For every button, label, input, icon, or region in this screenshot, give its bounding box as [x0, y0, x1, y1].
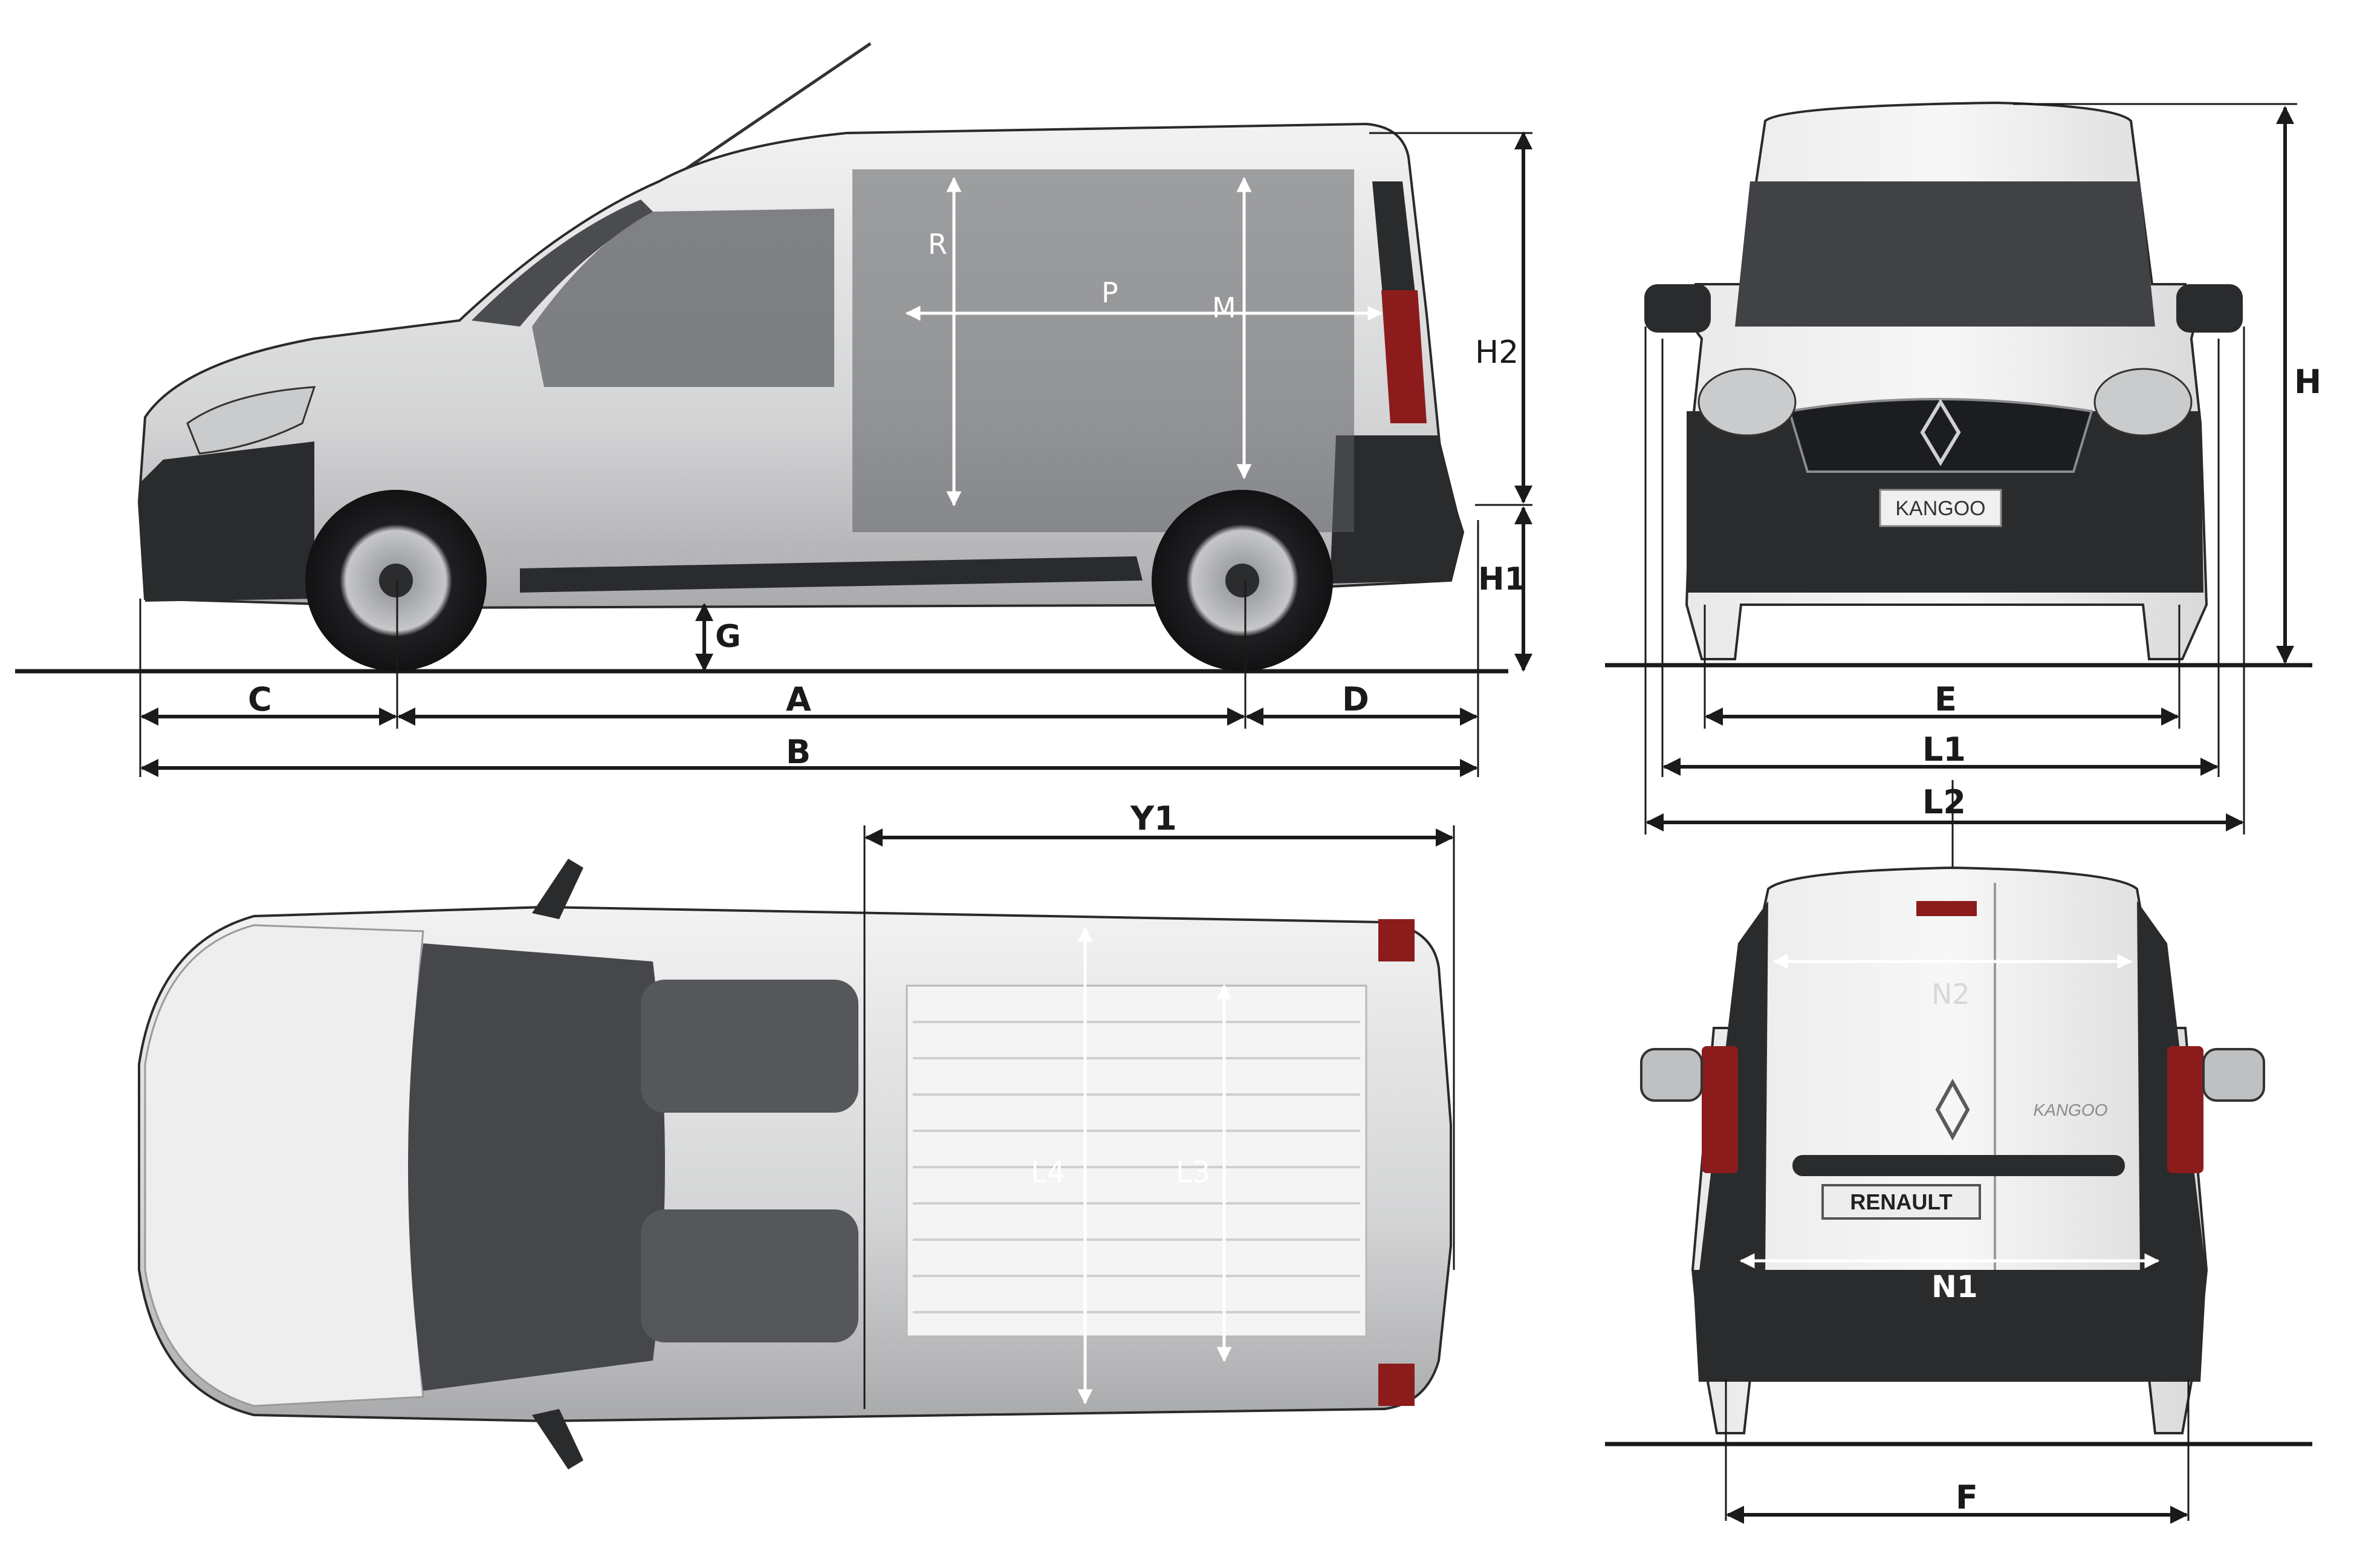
- rear-handle-bar: [1792, 1155, 2125, 1176]
- side-rear-pillar: [1372, 181, 1418, 314]
- rear-script-badge: KANGOO: [2034, 1101, 2108, 1119]
- top-seat-left: [641, 1209, 858, 1342]
- front-renault-logo: [1920, 399, 1961, 466]
- dim-label-L2: L2: [1922, 783, 1966, 821]
- rear-bumper: [1693, 1270, 2207, 1382]
- top-seat-right: [641, 980, 858, 1113]
- dim-label-M: M: [1212, 291, 1236, 324]
- dim-label-H: H: [2294, 363, 2321, 401]
- rear-right-mirror: [2202, 1048, 2265, 1102]
- dim-label-D: D: [1342, 680, 1369, 718]
- dim-label-G: G: [715, 619, 741, 655]
- dim-label-L3: L3: [1176, 1156, 1210, 1189]
- side-cargo-area: [852, 169, 1354, 532]
- front-badge-plate: [1879, 489, 2002, 527]
- side-front-window: [532, 209, 834, 387]
- top-hood: [144, 924, 424, 1407]
- dim-label-C: C: [248, 680, 272, 718]
- dim-label-P: P: [1101, 276, 1118, 309]
- side-front-hub: [379, 564, 413, 597]
- front-right-headlight: [2093, 368, 2193, 437]
- dim-label-A: A: [786, 680, 811, 718]
- top-tail-light-right: [1378, 919, 1415, 961]
- front-left-mirror: [1644, 284, 1711, 333]
- side-windshield: [472, 200, 653, 327]
- side-lower-trim: [139, 441, 314, 602]
- top-cargo-floor: [906, 984, 1367, 1338]
- dim-label-N1: N1: [1931, 1269, 1978, 1304]
- rear-brake-light: [1916, 901, 1977, 916]
- top-left-mirror: [532, 1409, 583, 1469]
- dim-label-B: B: [786, 733, 811, 771]
- dim-label-Y1: Y1: [1130, 799, 1177, 838]
- side-rear-bumper: [1330, 435, 1463, 584]
- dim-label-E: E: [1934, 680, 1957, 718]
- side-sill: [520, 556, 1143, 593]
- top-view: L4 L3 Y1: [138, 799, 1455, 1469]
- dim-label-L1: L1: [1922, 730, 1966, 769]
- top-right-mirror: [532, 859, 583, 919]
- side-headlight: [186, 386, 316, 455]
- front-right-mirror: [2176, 284, 2243, 333]
- front-windshield: [1735, 181, 2155, 327]
- top-cab: [408, 943, 665, 1391]
- dim-label-N2: N2: [1931, 978, 1970, 1010]
- top-tail-light-left: [1378, 1364, 1415, 1406]
- front-badge-text: KANGOO: [1895, 497, 1985, 520]
- top-cargo-slats: [913, 1021, 1360, 1313]
- rear-plate-text: RENAULT: [1850, 1189, 1952, 1214]
- front-left-headlight: [1697, 368, 1797, 437]
- rear-renault-logo: [1935, 1078, 1970, 1141]
- rear-view: KANGOO RENAULT N2 N1 F: [1605, 780, 2312, 1524]
- dim-label-H2: H2: [1475, 334, 1519, 371]
- side-view: R P M G H2 H1 C A D B: [15, 42, 1532, 777]
- dim-label-F: F: [1956, 1479, 1978, 1517]
- rear-left-mirror: [1640, 1048, 1703, 1102]
- dim-label-L4: L4: [1031, 1156, 1065, 1189]
- rear-plate: [1821, 1184, 1981, 1220]
- front-grille: [1788, 398, 2093, 473]
- dim-label-R: R: [928, 228, 947, 261]
- dim-label-H1: H1: [1478, 561, 1526, 597]
- rear-left-tail-light: [1702, 1046, 1738, 1173]
- rear-right-tail-light: [2167, 1046, 2203, 1173]
- side-tail-light: [1381, 290, 1427, 423]
- front-view: KANGOO E L1 L2 H: [1605, 101, 2321, 834]
- side-rear-hub: [1225, 564, 1259, 597]
